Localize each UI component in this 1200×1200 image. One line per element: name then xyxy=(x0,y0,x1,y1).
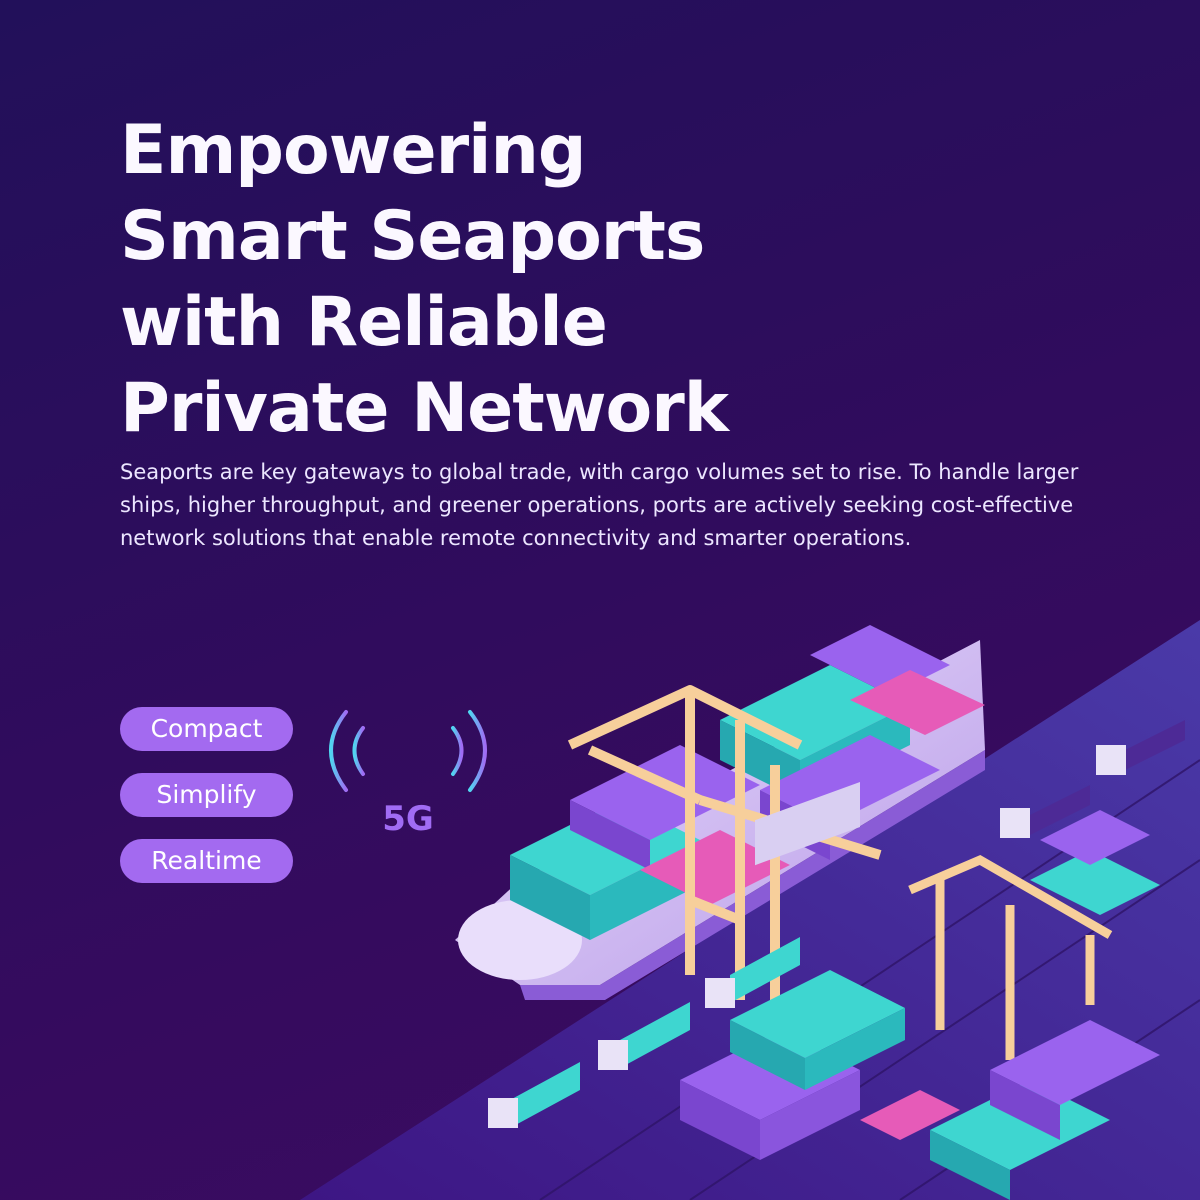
crane-cabin xyxy=(755,781,860,866)
feature-pill-compact: Compact xyxy=(120,707,293,751)
title-line: Private Network xyxy=(120,369,729,448)
title-line: with Reliable xyxy=(120,283,608,362)
yard-containers xyxy=(680,810,1160,1200)
page-title: Empowering Smart Seaports with Reliable … xyxy=(120,108,880,452)
trucks xyxy=(488,720,1185,1128)
title-line: Smart Seaports xyxy=(120,197,705,276)
feature-pill-realtime: Realtime xyxy=(120,839,293,883)
description-text: Seaports are key gateways to global trad… xyxy=(120,460,1079,550)
title-line: Empowering xyxy=(120,111,587,190)
gantry-crane-small xyxy=(908,854,1113,1060)
antenna-label: 5G xyxy=(382,799,434,839)
feature-pill-simplify: Simplify xyxy=(120,773,293,817)
signal-tower-icon: 5G xyxy=(329,710,487,876)
